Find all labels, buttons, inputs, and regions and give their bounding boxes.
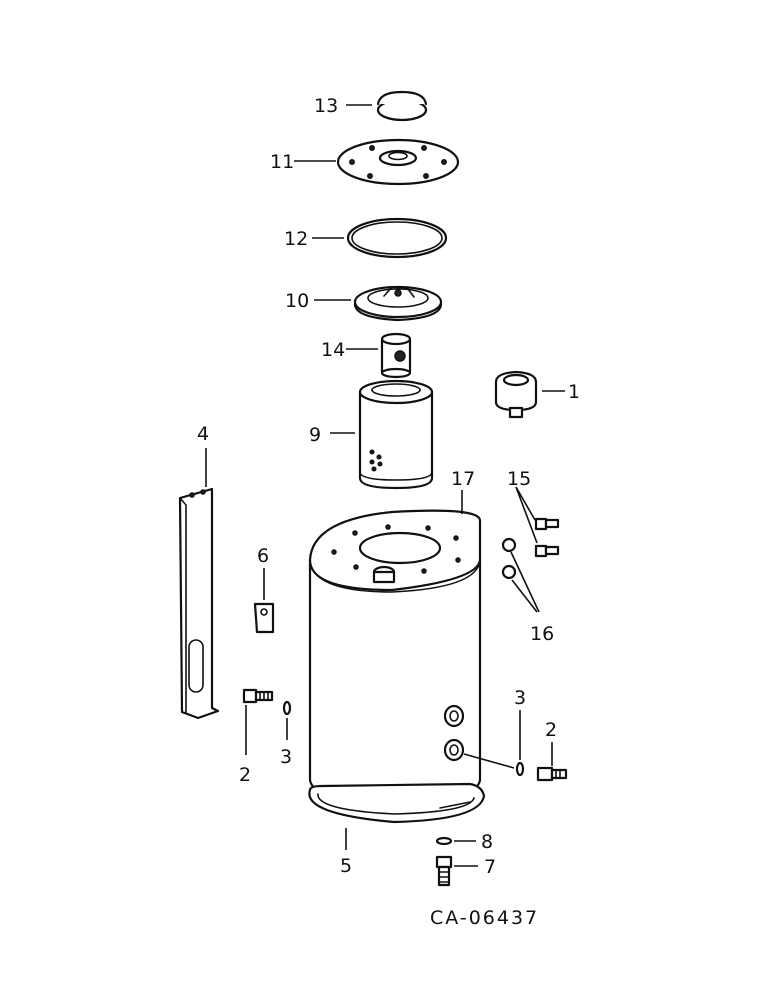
label-16: 16 (530, 623, 554, 645)
part-2-fitting-right (536, 766, 568, 782)
part-17-tank (308, 509, 482, 805)
label-10: 10 (285, 290, 309, 312)
label-8: 8 (481, 831, 493, 853)
label-6: 6 (257, 545, 269, 567)
part-7-drain-plug (435, 855, 453, 887)
label-4: 4 (197, 423, 209, 445)
label-2-left: 2 (239, 764, 251, 786)
label-17: 17 (451, 468, 475, 490)
label-12: 12 (284, 228, 308, 250)
callout-labels: 13 11 12 10 14 1 9 4 17 15 6 16 3 2 2 3 … (197, 95, 580, 929)
part-14-filter-element (380, 332, 412, 379)
part-3-o-ring-right (515, 761, 525, 777)
label-1: 1 (568, 381, 580, 403)
part-16-o-rings (501, 537, 517, 580)
label-9: 9 (309, 424, 321, 446)
part-4-bracket (178, 487, 220, 720)
part-11-cover-plate (336, 138, 460, 186)
label-2-right: 2 (545, 719, 557, 741)
part-2-fitting-left (242, 688, 274, 704)
label-3-left: 3 (280, 746, 292, 768)
part-8-washer (435, 836, 453, 846)
label-11: 11 (270, 151, 294, 173)
label-5: 5 (340, 855, 352, 877)
drawing-code: CA-06437 (430, 907, 539, 929)
part-12-gasket-ring (346, 217, 448, 259)
part-10-filter-top (353, 285, 443, 322)
part-13-cap (376, 90, 428, 122)
part-9-main-filter (358, 379, 434, 490)
label-14: 14 (321, 339, 345, 361)
label-7: 7 (484, 856, 496, 878)
part-5-base-gasket (308, 782, 486, 824)
label-13: 13 (314, 95, 338, 117)
part-6-decal-plate (253, 602, 275, 634)
part-1-breather (494, 370, 538, 419)
leader-lines (205, 104, 565, 867)
part-15-fittings (534, 517, 560, 558)
label-15: 15 (507, 468, 531, 490)
part-3-o-ring-left (282, 700, 292, 716)
label-3-right: 3 (514, 687, 526, 709)
